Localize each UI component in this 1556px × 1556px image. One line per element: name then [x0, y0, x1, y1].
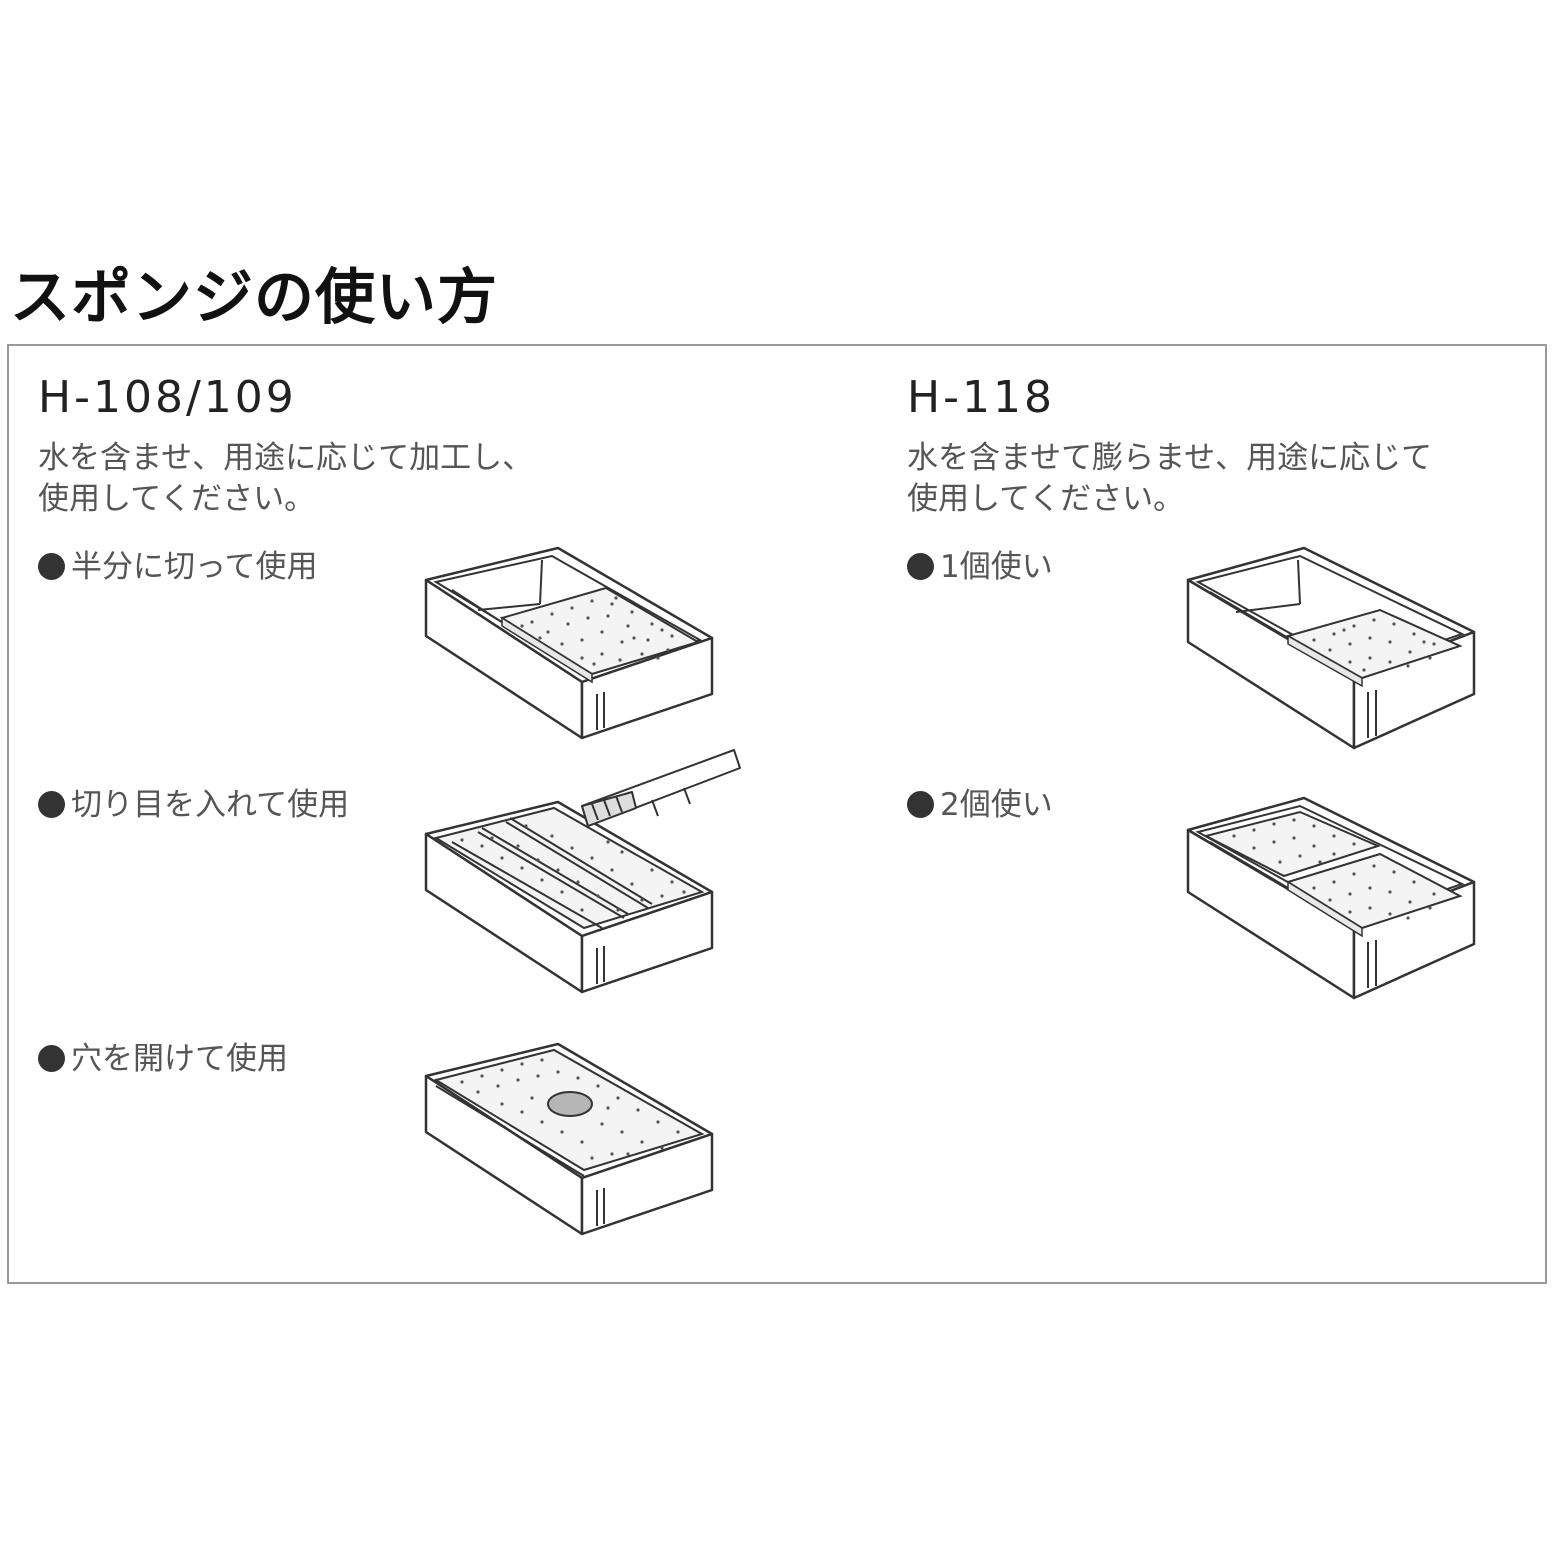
usage-item-label: 2個使い: [940, 787, 1053, 823]
model-name-h118: H-118: [907, 372, 1055, 423]
description-line: 水を含ませて膨らませ、用途に応じて: [907, 440, 1433, 476]
scored-sponge-illustration: [422, 749, 742, 1000]
bullet-icon: [38, 791, 65, 818]
description-line: 使用してください。: [907, 481, 1185, 517]
description-h108-109: 水を含ませ、用途に応じて加工し、 使用してください。: [38, 438, 533, 520]
description-h118: 水を含ませて膨らませ、用途に応じて 使用してください。: [907, 438, 1432, 520]
tray-double-sponge-illustration: [1184, 796, 1484, 1006]
hole: [547, 1091, 593, 1117]
usage-item-label: 切り目を入れて使用: [71, 787, 350, 823]
usage-item-label: 穴を開けて使用: [71, 1041, 288, 1077]
usage-item-double: 2個使い: [907, 785, 1053, 825]
page-title: スポンジの使い方: [10, 263, 498, 333]
usage-item-hole: 穴を開けて使用: [38, 1039, 288, 1079]
usage-panel: H-108/109 水を含ませ、用途に応じて加工し、 使用してください。 半分に…: [7, 344, 1547, 1284]
tray-single-sponge-illustration: [1184, 546, 1484, 756]
usage-item-score: 切り目を入れて使用: [38, 785, 349, 825]
bullet-icon: [907, 791, 934, 818]
description-line: 水を含ませ、用途に応じて加工し、: [38, 440, 534, 476]
usage-item-label: 1個使い: [940, 549, 1053, 585]
description-line: 使用してください。: [38, 481, 316, 517]
model-name-h108-109: H-108/109: [38, 372, 297, 423]
cutter-knife: [581, 749, 741, 827]
usage-item-single: 1個使い: [907, 547, 1053, 587]
usage-item-cut-half: 半分に切って使用: [38, 547, 317, 587]
bullet-icon: [38, 1045, 65, 1072]
usage-item-label: 半分に切って使用: [71, 549, 318, 585]
sponge-back: [1203, 810, 1381, 878]
sponge-with-hole-illustration: [422, 1042, 722, 1242]
tray-half-sponge-illustration: [422, 546, 722, 746]
bullet-icon: [907, 553, 934, 580]
bullet-icon: [38, 553, 65, 580]
